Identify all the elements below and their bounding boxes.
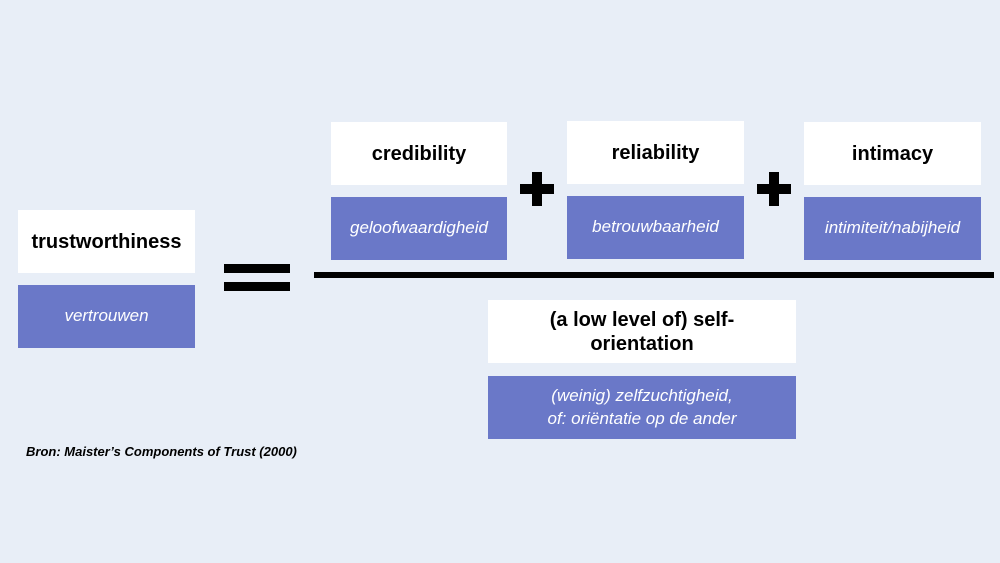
self-orientation-translation-line-1: (weinig) zelfzuchtigheid,	[551, 385, 733, 405]
reliability-term: reliability	[611, 141, 700, 164]
plus-sign-1	[520, 172, 554, 206]
self-orientation-term-line-1: (a low level of) self-	[549, 308, 735, 331]
intimacy-term-box: intimacy	[804, 122, 981, 185]
credibility-translation-box: geloofwaardigheid	[331, 197, 507, 260]
fraction-bar	[314, 272, 994, 278]
source-citation: Bron: Maister’s Components of Trust (200…	[26, 444, 297, 459]
reliability-translation-box: betrouwbaarheid	[567, 196, 744, 259]
self-orientation-translation-line-2: of: oriëntatie op de ander	[547, 408, 737, 428]
intimacy-term: intimacy	[851, 142, 934, 165]
intimacy-translation-box: intimiteit/nabijheid	[804, 197, 981, 260]
credibility-translation: geloofwaardigheid	[350, 218, 488, 238]
trustworthiness-term-box: trustworthiness	[18, 210, 195, 273]
reliability-translation: betrouwbaarheid	[592, 217, 719, 237]
reliability-term-box: reliability	[567, 121, 744, 184]
self-orientation-term-box: (a low level of) self- orientation	[488, 300, 796, 363]
plus-sign-2	[757, 172, 791, 206]
equals-sign-top-bar	[224, 264, 290, 273]
trustworthiness-term: trustworthiness	[31, 230, 182, 253]
credibility-term: credibility	[371, 142, 467, 165]
trustworthiness-translation: vertrouwen	[64, 306, 149, 326]
credibility-term-box: credibility	[331, 122, 507, 185]
intimacy-translation: intimiteit/nabijheid	[824, 218, 961, 238]
self-orientation-term-line-2: orientation	[590, 332, 694, 355]
equals-sign-bottom-bar	[224, 282, 290, 291]
trustworthiness-translation-box: vertrouwen	[18, 285, 195, 348]
self-orientation-translation-box: (weinig) zelfzuchtigheid, of: oriëntatie…	[488, 376, 796, 439]
